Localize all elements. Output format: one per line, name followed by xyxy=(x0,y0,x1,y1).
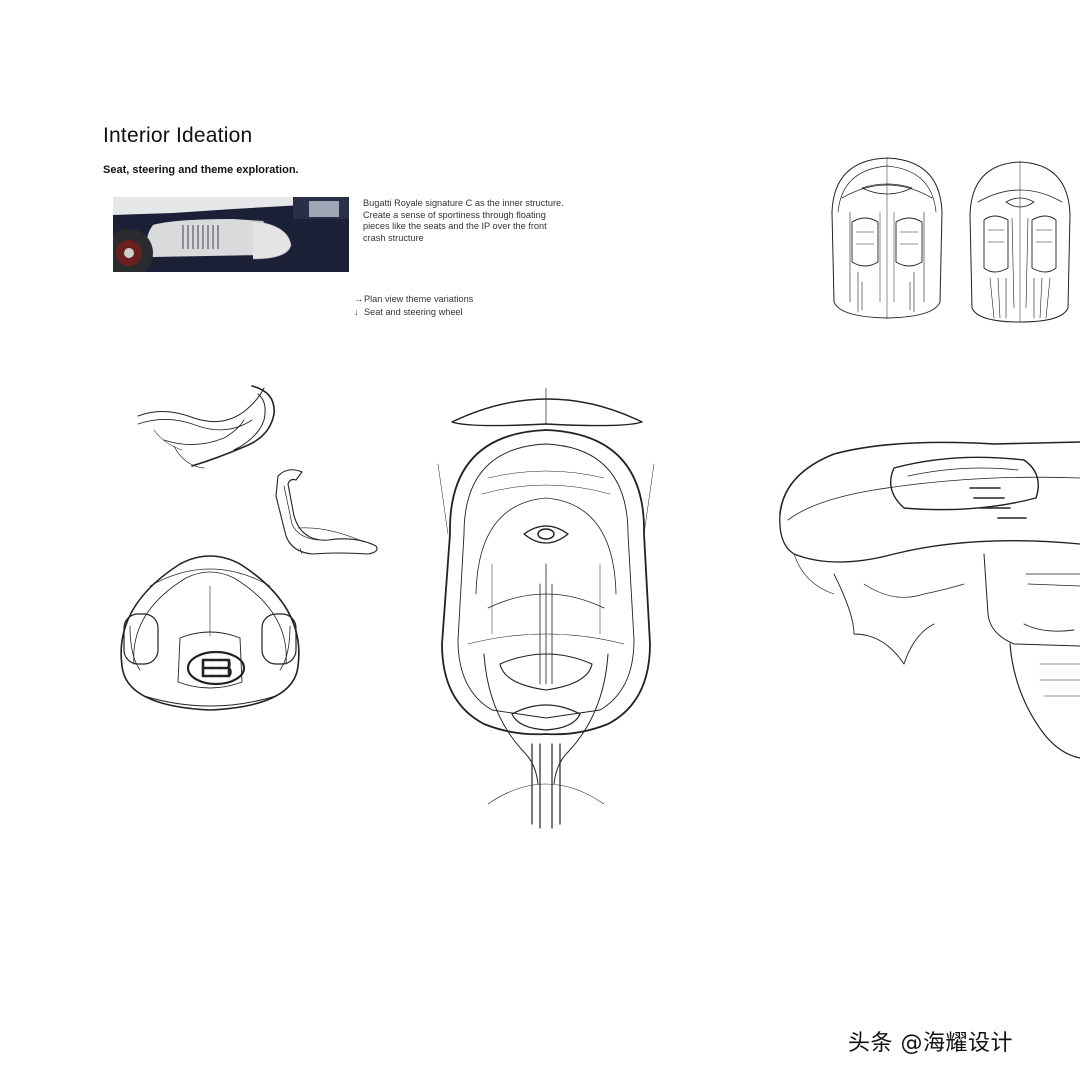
note-item: →Plan view theme variations xyxy=(354,293,473,306)
plan-view-sketch-1 xyxy=(822,152,952,324)
description-line: pieces like the seats and the IP over th… xyxy=(363,221,547,231)
notes-list: →Plan view theme variations ↓ Seat and st… xyxy=(354,293,473,319)
down-arrow-icon: ↓ xyxy=(354,307,359,317)
bugatti-eb-logo xyxy=(186,650,246,686)
note-text: Seat and steering wheel xyxy=(364,307,463,317)
description-line: Create a sense of sportiness through flo… xyxy=(363,209,546,220)
description-line: Bugatti Royale signature C as the inner … xyxy=(363,198,564,208)
right-arrow-icon: → xyxy=(354,294,364,304)
instrument-panel-sketch xyxy=(774,434,1080,764)
note-text: Plan view theme variations xyxy=(364,294,474,304)
description-line: crash structure xyxy=(363,232,424,243)
seat-concept-sketch-1 xyxy=(134,380,284,476)
watermark: 头条 @海耀设计 xyxy=(848,1031,1013,1056)
note-item: ↓ Seat and steering wheel xyxy=(354,306,473,319)
steering-wheel-sketch xyxy=(110,546,310,718)
page-title: Interior Ideation xyxy=(103,124,253,147)
page-subtitle: Seat, steering and theme exploration. xyxy=(103,164,299,176)
seat-plan-view-sketch xyxy=(428,384,664,830)
bugatti-royale-side-photo xyxy=(113,197,349,272)
description-block: Bugatti Royale signature C as the inner … xyxy=(363,198,603,244)
seat-concept-sketch-2 xyxy=(268,466,386,556)
plan-view-sketch-2 xyxy=(964,158,1076,326)
